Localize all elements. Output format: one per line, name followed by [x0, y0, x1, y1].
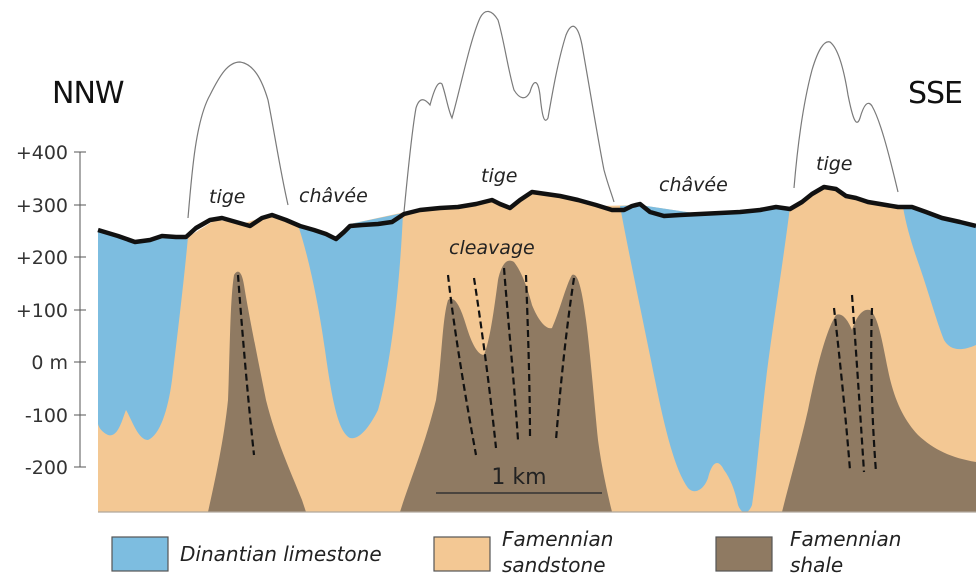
tick-label: 0 m — [31, 352, 68, 374]
cleavage-line-4 — [502, 267, 520, 441]
shale-right — [782, 309, 976, 512]
orientation-right: SSE — [908, 76, 962, 111]
tick-label: +400 — [16, 142, 68, 164]
legend: Dinantian limestone Famennian sandstone … — [111, 527, 901, 577]
label-tige-right: tige — [816, 153, 852, 175]
label-tige-left: tige — [209, 186, 245, 208]
legend-label-limestone: Dinantian limestone — [180, 542, 382, 566]
cleavage-line-8 — [850, 294, 866, 473]
eroded-outline-left — [187, 61, 289, 219]
cleavage-line-6 — [554, 277, 576, 441]
cleavage-line-1 — [236, 274, 256, 456]
limestone-right — [903, 207, 976, 350]
orientation-left: NNW — [52, 76, 124, 111]
eroded-outline-center — [403, 10, 615, 213]
scale-bar-label: 1 km — [491, 465, 546, 490]
cleavage-line-7 — [832, 307, 852, 471]
limestone-central — [620, 205, 790, 513]
cleavage-line-9 — [870, 307, 878, 473]
tick-label: +200 — [16, 247, 68, 269]
label-chavee-left: châvée — [299, 185, 368, 207]
legend-label-sandstone-line2: sandstone — [502, 553, 606, 577]
legend-swatch-shale — [715, 536, 773, 572]
vertical-axis: +400 +300 +200 +100 0 m -100 -200 — [16, 142, 86, 479]
tick-label: -100 — [25, 405, 68, 427]
label-cleavage: cleavage — [449, 237, 535, 259]
legend-swatch-limestone — [111, 536, 169, 572]
legend-label-shale-line2: shale — [790, 553, 843, 577]
legend-swatch-sandstone — [433, 536, 491, 572]
eroded-outline-right — [793, 41, 899, 193]
limestone-middle — [298, 213, 403, 439]
legend-label-sandstone-line1: Famennian — [502, 527, 613, 551]
cleavage-line-5 — [524, 274, 532, 441]
tick-label: -200 — [25, 457, 68, 479]
label-chavee-right: châvée — [659, 174, 728, 196]
cleavage-lines — [236, 267, 878, 473]
shale-left — [208, 271, 306, 512]
legend-label-shale-line1: Famennian — [790, 527, 901, 551]
shale-center — [400, 260, 612, 512]
ground-surface — [97, 184, 976, 245]
tick-label: +300 — [16, 195, 68, 217]
limestone-left — [98, 232, 188, 440]
cleavage-line-3 — [472, 277, 498, 449]
cleavage-line-2 — [446, 274, 478, 456]
tick-label: +100 — [16, 300, 68, 322]
label-tige-center: tige — [481, 165, 517, 187]
